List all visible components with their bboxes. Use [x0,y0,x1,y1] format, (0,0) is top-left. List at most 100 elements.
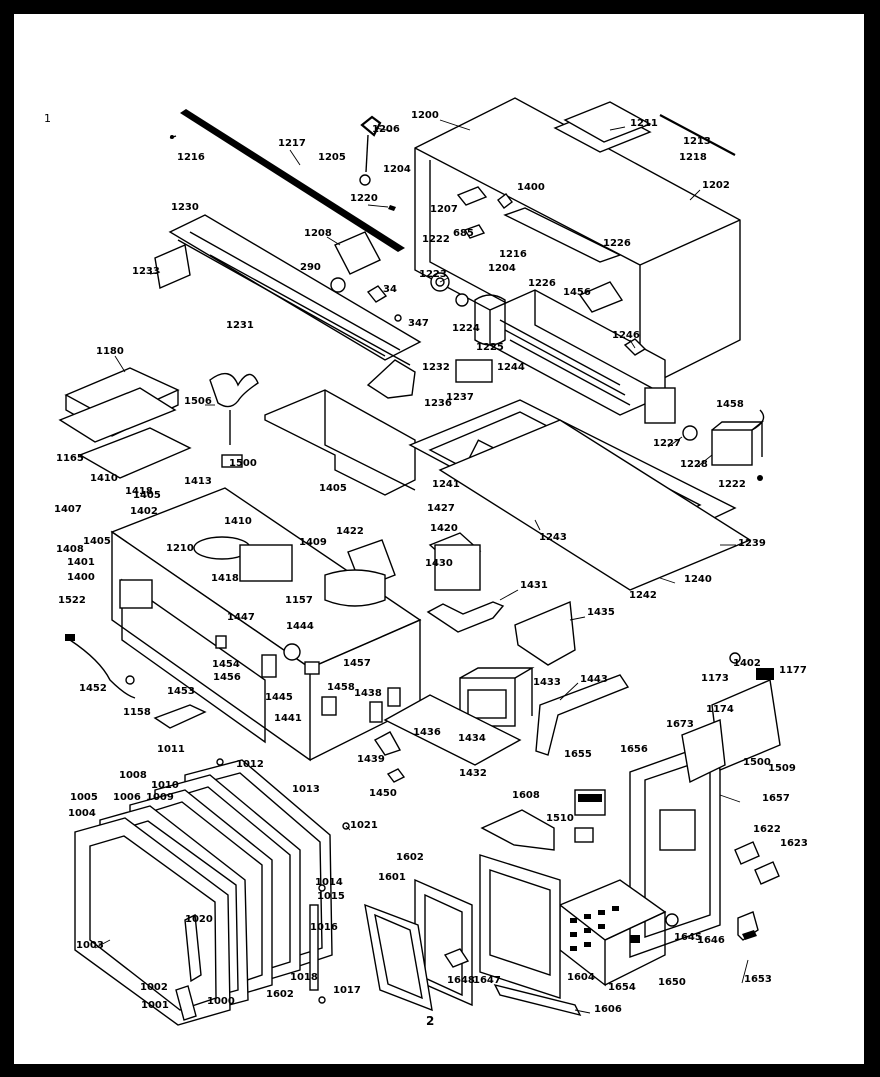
duct-cover-1180 [58,367,192,479]
part-callout-label: 1410 [90,473,118,484]
part-callout-label: 1402 [733,658,761,669]
part-callout-label: 1407 [54,504,82,515]
part-callout-label: 1208 [304,228,332,239]
part-callout-label: 1220 [350,193,378,204]
part-callout-label: 1456 [563,287,591,298]
part-callout-label: 1420 [430,523,458,534]
vent-frame [154,214,422,399]
fan-blade [209,372,259,468]
part-callout-label: 1441 [274,713,302,724]
part-callout-label: 1434 [458,733,486,744]
part-callout-label: 1418 [125,486,153,497]
part-callout-label: 1650 [658,977,686,988]
part-callout-label: 1158 [123,707,151,718]
part-callout-label: 1646 [697,935,725,946]
part-callout-label: 1410 [224,516,252,527]
part-callout-label: 1001 [141,1000,169,1011]
part-callout-label: 1174 [706,704,734,715]
part-callout-label: 1458 [716,399,744,410]
part-callout-label: 1009 [146,792,174,803]
latch-1653 [737,911,759,941]
part-callout-label: 1405 [319,483,347,494]
part-callout-label: 347 [408,318,429,329]
part-callout-label: 1003 [76,940,104,951]
part-callout-label: 1601 [378,872,406,883]
plate-1432 [383,694,522,766]
oven-cavity [110,487,422,762]
part-callout-label: 1008 [119,770,147,781]
base-plate-1241 [408,399,752,591]
part-callout-label: 1431 [520,580,548,591]
part-callout-label: 1018 [290,972,318,983]
part-callout-label: 1645 [674,932,702,943]
part-callout-label: 1648 [447,975,475,986]
part-callout-label: 1014 [315,877,343,888]
part-callout-label: 1509 [768,763,796,774]
bracket-1431 [426,601,505,633]
part-callout-label: 1010 [151,780,179,791]
page-number: 2 [426,1014,435,1028]
part-callout-label: 1506 [184,396,212,407]
part-callout-label: 1450 [369,788,397,799]
part-callout-label: 1413 [184,476,212,487]
outer-cabinet [414,97,741,391]
callout-labels: 1216121712061200121112131218120212051204… [54,110,808,1015]
air-duct-1165 [264,389,416,496]
part-callout-label: 1435 [587,607,615,618]
part-callout-label: 1222 [422,234,450,245]
part-callout-label: 1233 [132,266,160,277]
part-callout-label: 1656 [620,744,648,755]
part-callout-label: 1241 [432,479,460,490]
part-callout-label: 1458 [327,682,355,693]
part-1158 [153,704,207,729]
part-callout-label: 290 [300,262,321,273]
part-callout-label: 1655 [564,749,592,760]
part-callout-label: 1228 [680,459,708,470]
part-callout-label: 1002 [140,982,168,993]
part-callout-label: 34 [383,284,397,295]
part-callout-label: 1453 [167,686,195,697]
part-callout-label: 1204 [488,263,516,274]
part-callout-label: 1447 [227,612,255,623]
part-callout-label: 1422 [336,526,364,537]
part-callout-label: 1207 [430,204,458,215]
bracket-1244 [455,359,493,383]
bracket-1443 [535,674,630,756]
part-callout-label: 1227 [653,438,681,449]
part-callout-label: 1216 [499,249,527,260]
part-callout-label: 1218 [679,152,707,163]
part-callout-label: 1242 [629,590,657,601]
part-callout-label: 1216 [177,152,205,163]
part-callout-label: 1224 [452,323,480,334]
part-callout-label: 1021 [350,820,378,831]
part-callout-label: 1243 [539,532,567,543]
part-callout-label: 1456 [213,672,241,683]
part-callout-label: 1225 [476,342,504,353]
part-callout-label: 1017 [333,985,361,996]
part-callout-label: 1401 [67,557,95,568]
part-callout-label: 1673 [666,719,694,730]
part-callout-label: 1430 [425,558,453,569]
duct-assembly [474,289,676,424]
clips-1622-1623 [734,841,780,885]
part-callout-label: 1232 [422,362,450,373]
part-callout-label: 1237 [446,392,474,403]
grille-strip [169,109,405,252]
part-callout-label: 1433 [533,677,561,688]
keypad-board-1654 [558,879,679,987]
part-callout-label: 1210 [166,543,194,554]
part-callout-label: 1004 [68,808,96,819]
part-callout-label: 1402 [130,506,158,517]
cover-1435 [514,600,576,666]
part-callout-label: 1409 [299,537,327,548]
part-callout-label: 1246 [612,330,640,341]
part-callout-label: 1602 [396,852,424,863]
part-callout-label: 1204 [383,164,411,175]
part-callout-label: 1226 [528,278,556,289]
part-callout-label: 1510 [546,813,574,824]
part-callout-label: 1443 [580,674,608,685]
part-callout-label: 1408 [56,544,84,555]
power-cord-1452 [65,634,136,699]
part-callout-label: 1400 [67,572,95,583]
